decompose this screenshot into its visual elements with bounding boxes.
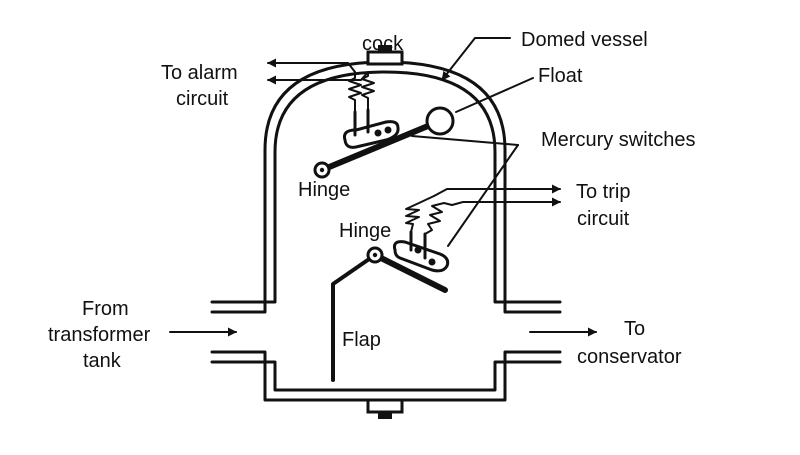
label-hinge-upper: Hinge (298, 179, 350, 201)
label-flap: Flap (342, 329, 381, 351)
label-transformer: transformer (48, 324, 151, 346)
alarm-circuit-wires (267, 58, 369, 85)
label-to-alarm: To alarm (161, 62, 238, 84)
label-float: Float (538, 65, 583, 87)
upper-mercury-switch (343, 71, 400, 149)
label-alarm-circuit: circuit (176, 88, 229, 110)
label-hinge-lower: Hinge (339, 220, 391, 242)
label-domed-vessel: Domed vessel (521, 29, 648, 51)
upper-float-arm (313, 118, 443, 179)
label-cock: cock (362, 33, 404, 55)
float-ball (425, 106, 455, 136)
label-trip-circuit: circuit (577, 208, 630, 230)
label-to: To (624, 318, 645, 340)
lower-switch-arm (366, 246, 448, 293)
cock-fitting (366, 45, 404, 66)
lower-mercury-switch (393, 195, 453, 273)
pointer-lines (411, 37, 534, 247)
label-conservator: conservator (577, 346, 682, 368)
trip-circuit-wires (433, 184, 561, 207)
label-to-trip: To trip (576, 181, 630, 203)
vessel-inner-wall (210, 70, 562, 392)
label-tank: tank (83, 350, 122, 372)
drain-plug (366, 398, 404, 419)
label-mercury-switches: Mercury switches (541, 129, 695, 151)
flap (331, 253, 377, 382)
label-from: From (82, 298, 129, 320)
